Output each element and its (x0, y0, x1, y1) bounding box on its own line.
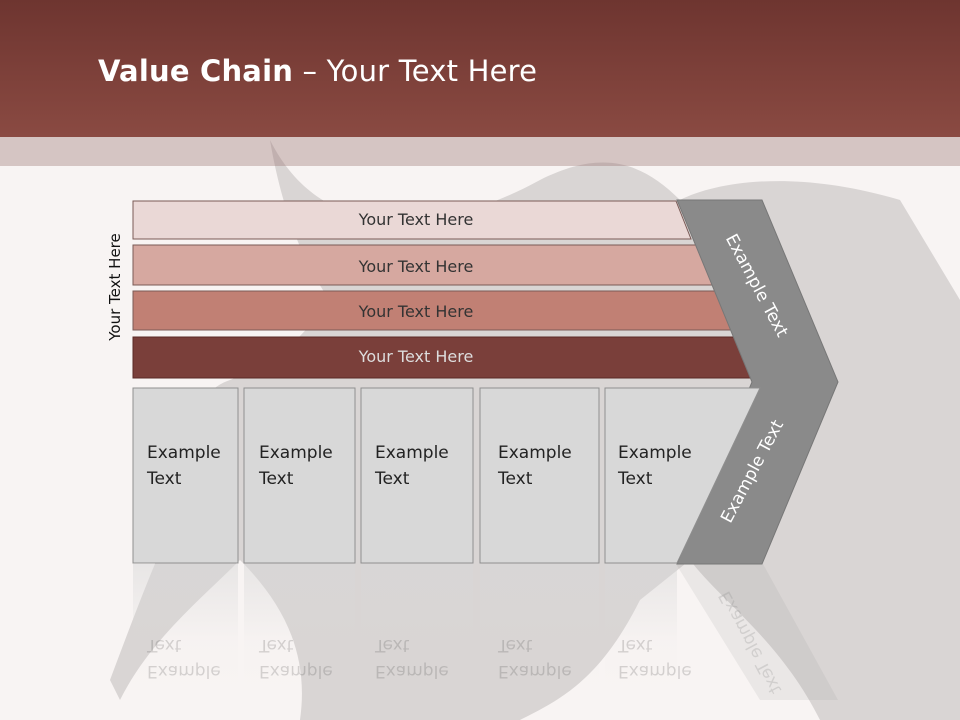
column-1 (132, 387, 239, 564)
column-boxes (132, 387, 761, 564)
column-4 (479, 387, 600, 564)
bar-3-label: Your Text Here (358, 302, 474, 321)
columns-reflection (133, 564, 838, 700)
page-title: Value Chain – Your Text Here (98, 54, 537, 88)
column-2 (243, 387, 356, 564)
bar-1: Your Text Here (132, 200, 692, 240)
bar-2: Your Text Here (132, 244, 716, 286)
bar-3: Your Text Here (132, 290, 740, 331)
bar-4: Your Text Here (132, 336, 763, 379)
title-bold: Value Chain (98, 54, 294, 88)
side-label: Your Text Here (106, 233, 124, 341)
header-band (0, 137, 960, 166)
bar-4-label: Your Text Here (358, 347, 474, 366)
column-5 (604, 387, 761, 564)
bar-1-label: Your Text Here (358, 210, 474, 229)
column-3 (360, 387, 474, 564)
header-banner (0, 0, 960, 137)
bar-2-label: Your Text Here (358, 257, 474, 276)
title-rest: – Your Text Here (293, 54, 538, 88)
